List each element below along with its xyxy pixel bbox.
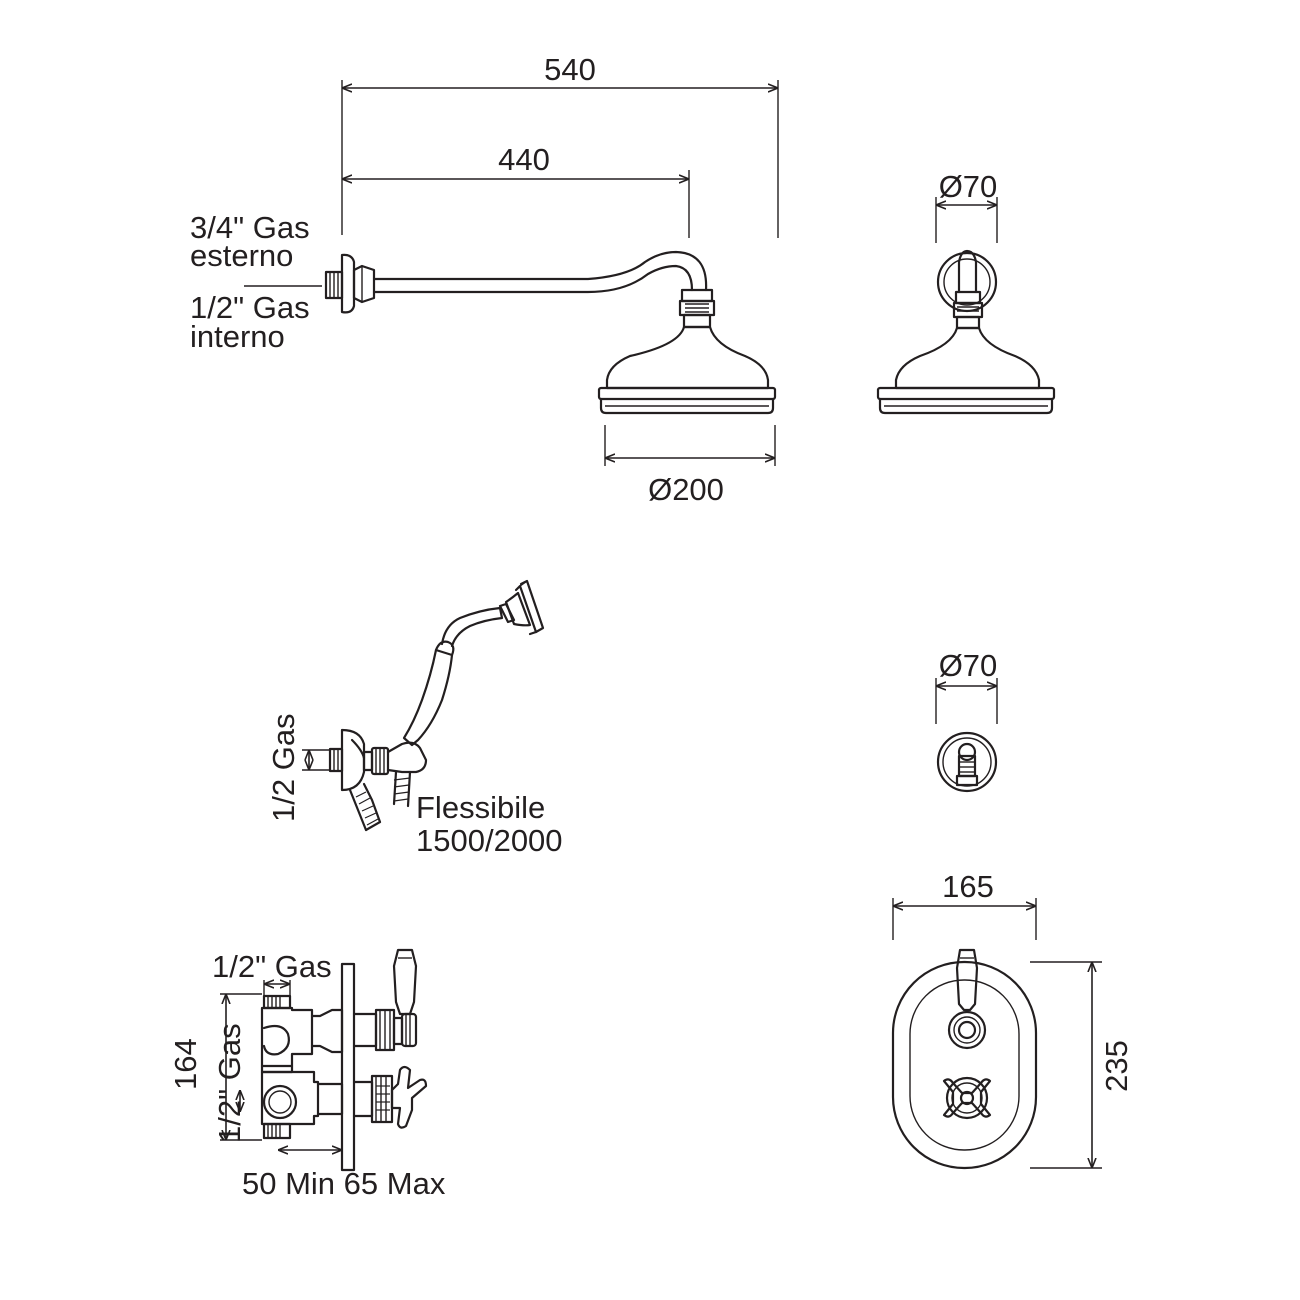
hand-shower-holder bbox=[386, 741, 428, 774]
dimension-label-phi70-mid: Ø70 bbox=[939, 648, 998, 683]
flow-control-knob bbox=[945, 1076, 989, 1120]
mixer-body-upper bbox=[260, 1006, 314, 1068]
mixer-lever-front bbox=[955, 948, 979, 1012]
thermostatic-mixer-front-view: 165 235 bbox=[891, 869, 1134, 1170]
dimension-label-235: 235 bbox=[1099, 1040, 1134, 1092]
mixer-gas-side-label: 1/2" Gas bbox=[212, 1023, 247, 1143]
wall-flange bbox=[340, 253, 356, 314]
mixer-gas-top-label: 1/2" Gas bbox=[212, 949, 332, 984]
inlet-external-label-2: esterno bbox=[190, 238, 293, 273]
mixer-wall-plate bbox=[891, 960, 1038, 1170]
shower-head-dome bbox=[605, 325, 770, 390]
mixer-depth-label: 50 Min 65 Max bbox=[242, 1166, 446, 1201]
elbow-gas-label: 1/2 Gas bbox=[266, 713, 301, 822]
hand-shower-assembly: 1/2 Gas Fle bbox=[266, 579, 563, 858]
mixer-lever-handle bbox=[392, 948, 418, 1016]
inlet-external-label: 3/4" Gas bbox=[190, 210, 310, 245]
shower-head-rim bbox=[599, 397, 775, 415]
thermostat-knob bbox=[947, 1010, 987, 1050]
dimension-label-164: 164 bbox=[168, 1038, 203, 1090]
shower-arm bbox=[372, 250, 708, 292]
dimension-label-165: 165 bbox=[942, 869, 994, 904]
wall-plate-edge bbox=[340, 962, 356, 1172]
flexible-hose-label: Flessibile bbox=[416, 790, 545, 825]
cross-handle-front bbox=[942, 1078, 992, 1118]
dimension-label-440: 440 bbox=[498, 142, 550, 177]
dimension-label-540: 540 bbox=[544, 52, 596, 87]
overhead-shower-side-view: 540 440 3/4" Gas esterno 1/2" Gas intern… bbox=[190, 52, 779, 507]
flexible-hose-length: 1500/2000 bbox=[416, 823, 563, 858]
shower-head-front bbox=[894, 326, 1041, 390]
dimension-label-phi70-top: Ø70 bbox=[939, 169, 998, 204]
inlet-internal-label-2: interno bbox=[190, 319, 285, 354]
wall-outlet-elbow bbox=[340, 728, 366, 792]
inlet-internal-label: 1/2" Gas bbox=[190, 290, 310, 325]
hose-stub bbox=[348, 782, 382, 832]
dimension-label-phi200: Ø200 bbox=[648, 472, 724, 507]
wall-outlet-rose bbox=[936, 731, 998, 793]
mixer-cross-handle-side bbox=[390, 1065, 428, 1129]
hand-shower-handle bbox=[402, 648, 454, 747]
wall-outlet-front-view: Ø70 bbox=[935, 648, 998, 793]
thermostatic-mixer-side-view: 1/2" Gas 164 1/2" Gas bbox=[168, 948, 446, 1201]
overhead-shower-front-view: Ø70 bbox=[876, 169, 1056, 415]
